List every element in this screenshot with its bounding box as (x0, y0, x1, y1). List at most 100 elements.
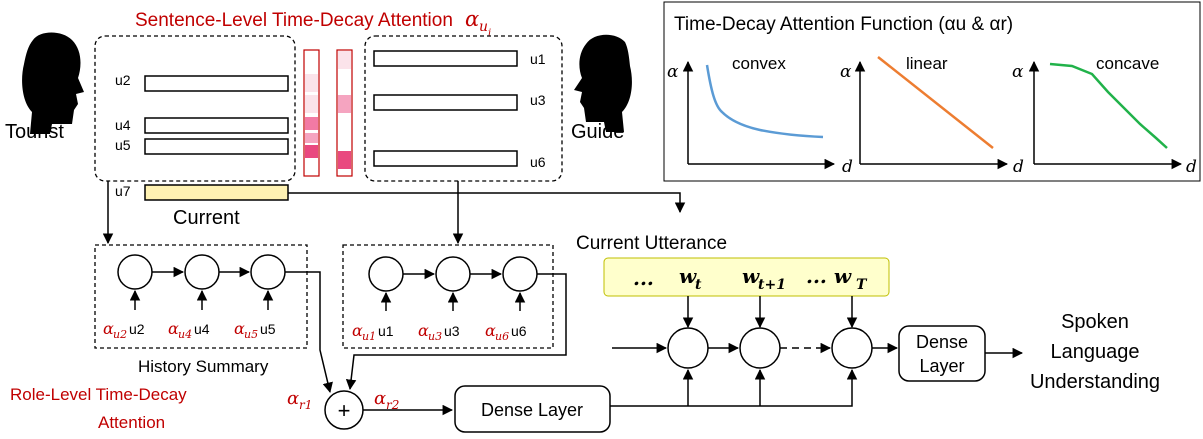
guide-rnn-node-2 (435, 256, 471, 292)
tourist-alpha-2-sub: u4 (178, 328, 192, 341)
guide-input-3: u6 (511, 323, 527, 339)
convex-panel: α d convex (667, 54, 853, 177)
tourist-history-box (94, 244, 308, 349)
current-utterance-label: Current Utterance (576, 233, 727, 254)
convex-curve (705, 64, 824, 139)
guide-label: Guide (571, 121, 624, 143)
output-line-2: Language (1051, 341, 1140, 363)
dense-layer-2-label-line2: Layer (919, 356, 964, 376)
guide-utt-label-u6: u6 (530, 154, 546, 170)
output-line-1: Spoken (1061, 311, 1129, 333)
concave-label: concave (1096, 54, 1159, 73)
history-summary-label: History Summary (138, 357, 269, 376)
convex-x-label: d (842, 157, 853, 177)
output-line-3: Understanding (1030, 371, 1160, 393)
dense-layer-label: Dense Layer (481, 400, 583, 420)
tourist-alpha-1: α (103, 319, 114, 338)
guide-alpha-2-sub: u3 (428, 330, 442, 343)
tourist-alpha-1-sub: u2 (113, 328, 127, 341)
linear-label: linear (906, 54, 948, 73)
current-utterance-words-box (603, 257, 890, 297)
concave-curve (1049, 62, 1168, 149)
tourist-head-icon (22, 32, 84, 134)
guide-alpha-1: α (352, 321, 363, 340)
concave-x-label: d (1186, 157, 1197, 177)
dense-layer-box (454, 385, 611, 433)
guide-history-box (342, 244, 554, 349)
tourist-input-3: u5 (260, 321, 276, 337)
tourist-input-1: u2 (129, 321, 145, 337)
convex-label: convex (732, 54, 786, 73)
guide-head-icon (574, 34, 632, 132)
tourist-utt-label-u4: u4 (115, 117, 131, 133)
alpha-ui-subsub: i (488, 28, 491, 39)
dense-to-slu-arrow-3 (610, 368, 858, 407)
alpha-ui-symbol: α (465, 7, 479, 31)
guide-rnn-node-1 (368, 256, 404, 292)
tourist-rnn-node-2 (184, 254, 220, 290)
guide-utt-label-u3: u3 (530, 92, 546, 108)
slu-rnn-node-3 (831, 327, 873, 369)
tourist-alpha-3: α (234, 319, 245, 338)
linear-x-label: d (1013, 157, 1024, 177)
current-to-utterance-arrow (288, 192, 686, 214)
guide-utt-label-u1: u1 (530, 51, 546, 67)
word-w-t: w (679, 264, 697, 288)
tourist-rnn-node-3 (250, 254, 286, 290)
guide-utt-bar-u3 (373, 94, 518, 111)
guide-alpha-3: α (485, 321, 496, 340)
guide-input-1: u1 (378, 323, 394, 339)
tourist-summary-to-sum-arrow (285, 271, 333, 394)
convex-y-label: α (667, 62, 679, 82)
linear-curve (877, 56, 994, 149)
tourist-utterances-box (94, 35, 296, 182)
attention-heat-column-tourist (303, 49, 320, 177)
guide-utt-bar-u6 (373, 150, 518, 167)
guide-utterances-box (364, 35, 563, 182)
alpha-ui-sub: u (479, 19, 488, 35)
tourist-utt-bar-u2 (144, 75, 289, 92)
role-level-label-line2: Attention (98, 413, 165, 432)
word-w-T-sub: T (856, 277, 868, 293)
guide-alpha-1-sub: u1 (362, 330, 376, 343)
attention-heat-column-guide (336, 49, 353, 177)
linear-y-label: α (840, 62, 852, 82)
role-level-label-line1: Role-Level Time-Decay (10, 385, 187, 404)
alpha-r1: α (287, 388, 299, 409)
slu-rnn-node-2 (739, 327, 781, 369)
linear-panel: α d linear (840, 54, 1024, 177)
sentence-attention-title: Sentence-Level Time-Decay Attention (135, 10, 453, 31)
word-ellipsis-start: ... (633, 266, 654, 290)
word-w-T: ... w (806, 264, 852, 288)
tourist-utt-label-u2: u2 (115, 72, 131, 88)
word-w-t-sub: t (695, 277, 702, 293)
tourist-input-2: u4 (194, 321, 210, 337)
word-w-t1-sub: t+1 (758, 277, 786, 293)
guide-input-2: u3 (444, 323, 460, 339)
tourist-rnn-node-1 (117, 254, 153, 290)
tourist-utt-label-u5: u5 (115, 137, 131, 153)
guide-alpha-3-sub: u6 (495, 330, 509, 343)
guide-rnn-node-3 (502, 256, 538, 292)
slu-rnn-node-1 (667, 327, 709, 369)
alpha-r1-sub: r1 (299, 398, 312, 412)
sum-plus-symbol: + (338, 398, 351, 423)
current-utt-bar (144, 184, 289, 201)
guide-summary-to-sum-arrow (345, 273, 567, 391)
decay-function-inset (663, 1, 1201, 182)
inset-title: Time-Decay Attention Function (αu & αr) (674, 14, 1013, 35)
current-utt-label-u7: u7 (115, 183, 131, 199)
tourist-utt-bar-u4 (144, 117, 289, 134)
concave-panel: α d concave (1012, 54, 1197, 177)
alpha-r2-sub: r2 (386, 398, 399, 412)
alpha-r2: α (374, 388, 386, 409)
guide-alpha-2: α (418, 321, 429, 340)
tourist-label: Tourist (5, 121, 64, 143)
tourist-utt-bar-u5 (144, 138, 289, 155)
word-w-t1: w (742, 264, 760, 288)
current-label: Current (173, 207, 240, 229)
concave-y-label: α (1012, 62, 1024, 82)
dense-layer-2-label-line1: Dense (916, 332, 968, 352)
tourist-alpha-2: α (168, 319, 179, 338)
